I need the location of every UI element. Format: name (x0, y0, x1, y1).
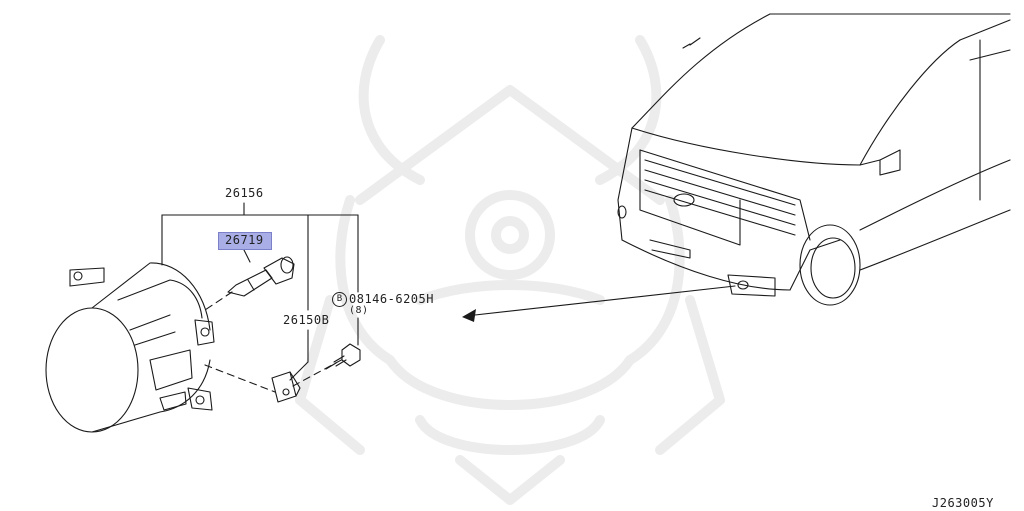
bulb-leader-line (243, 249, 251, 263)
bulb-part (227, 256, 295, 297)
bracket-part-number[interactable]: 26150B (283, 313, 330, 327)
bracket-part (271, 371, 301, 403)
assembly-part-number[interactable]: 26156 (225, 186, 264, 200)
location-arrow (465, 285, 736, 317)
bolt-quantity: (8) (349, 305, 369, 316)
assembly-callout-lines (161, 202, 359, 311)
bolt-part (325, 343, 361, 370)
bulb-part-highlight[interactable] (218, 232, 272, 250)
diagram-code: J263005Y (932, 496, 994, 510)
arrowhead-icon (462, 309, 476, 322)
samurai-watermark-logo (295, 35, 725, 505)
bolt-part-number[interactable]: 08146-6205H (349, 292, 434, 306)
bulb-part-number[interactable]: 26719 (225, 233, 264, 247)
bolt-circle-symbol: B (332, 292, 347, 307)
vehicle-front-view (617, 13, 1011, 306)
fog-lamp-housing (45, 262, 215, 433)
